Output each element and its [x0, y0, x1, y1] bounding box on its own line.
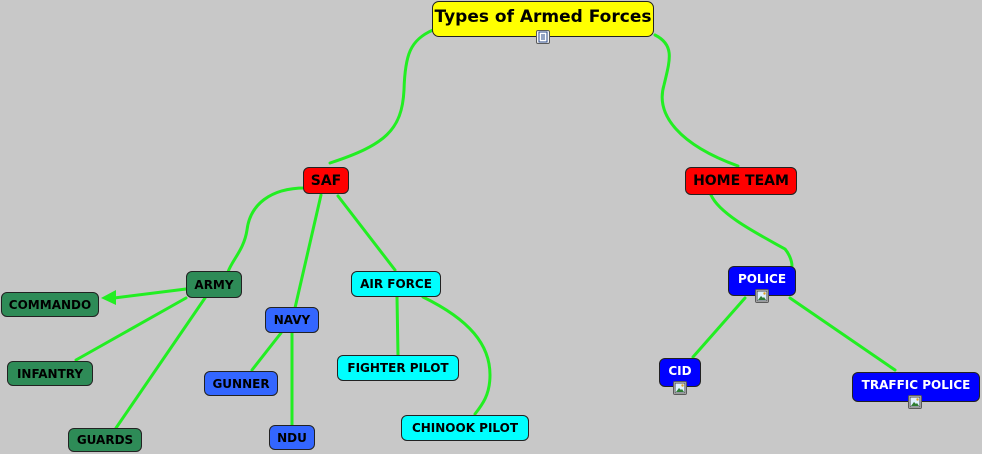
saf-node[interactable]: SAF	[303, 167, 349, 194]
connector-saf-army	[226, 186, 307, 274]
connector-police-traffic	[788, 296, 897, 372]
commando-node[interactable]: COMMANDO	[1, 292, 99, 317]
connector-army-commando	[112, 287, 188, 300]
ndu-node[interactable]: NDU	[269, 425, 315, 450]
army-label: ARMY	[194, 277, 234, 292]
gunner-node[interactable]: GUNNER	[204, 371, 278, 396]
connector-navy-gunner	[250, 331, 283, 372]
infantry-label: INFANTRY	[16, 366, 84, 381]
chinook-pilot-label: CHINOOK PILOT	[411, 421, 519, 435]
guards-node[interactable]: GUARDS	[68, 428, 142, 452]
connector-airforce-fighter	[395, 295, 400, 357]
connector-hometeam-police	[709, 193, 794, 268]
connector-root-hometeam	[653, 33, 740, 168]
image-icon[interactable]	[908, 395, 922, 409]
air-force-node[interactable]: AIR FORCE	[351, 271, 441, 297]
connector-army-infantry	[74, 296, 188, 362]
traffic-police-label: TRAFFIC POLICE	[861, 378, 971, 392]
home-team-label: HOME TEAM	[693, 173, 789, 189]
fighter-pilot-label: FIGHTER PILOT	[347, 361, 449, 375]
cid-label: CID	[668, 364, 692, 378]
guards-label: GUARDS	[76, 433, 134, 447]
image-icon[interactable]	[755, 289, 769, 303]
air-force-label: AIR FORCE	[360, 277, 432, 291]
document-icon[interactable]	[536, 30, 550, 44]
home-team-node[interactable]: HOME TEAM	[685, 167, 797, 195]
connector-army-guards	[114, 296, 207, 430]
root-label: Types of Armed Forces	[434, 7, 652, 27]
connector-police-cid	[691, 296, 747, 359]
root-node[interactable]: Types of Armed Forces	[432, 1, 654, 37]
fighter-pilot-node[interactable]: FIGHTER PILOT	[337, 355, 459, 381]
infantry-node[interactable]: INFANTRY	[7, 361, 93, 386]
police-label: POLICE	[737, 272, 787, 286]
ndu-label: NDU	[277, 430, 307, 445]
navy-node[interactable]: NAVY	[265, 307, 319, 333]
arrowhead-commando	[101, 290, 116, 305]
commando-label: COMMANDO	[8, 297, 92, 312]
connector-saf-airforce	[336, 194, 397, 272]
image-icon[interactable]	[673, 381, 687, 395]
saf-label: SAF	[310, 172, 342, 189]
gunner-label: GUNNER	[212, 376, 270, 391]
chinook-pilot-node[interactable]: CHINOOK PILOT	[401, 415, 529, 441]
navy-label: NAVY	[273, 313, 311, 327]
army-node[interactable]: ARMY	[186, 271, 242, 298]
connector-saf-navy	[293, 193, 323, 310]
connector-airforce-chinook	[421, 295, 492, 416]
connector-root-saf	[328, 28, 435, 165]
